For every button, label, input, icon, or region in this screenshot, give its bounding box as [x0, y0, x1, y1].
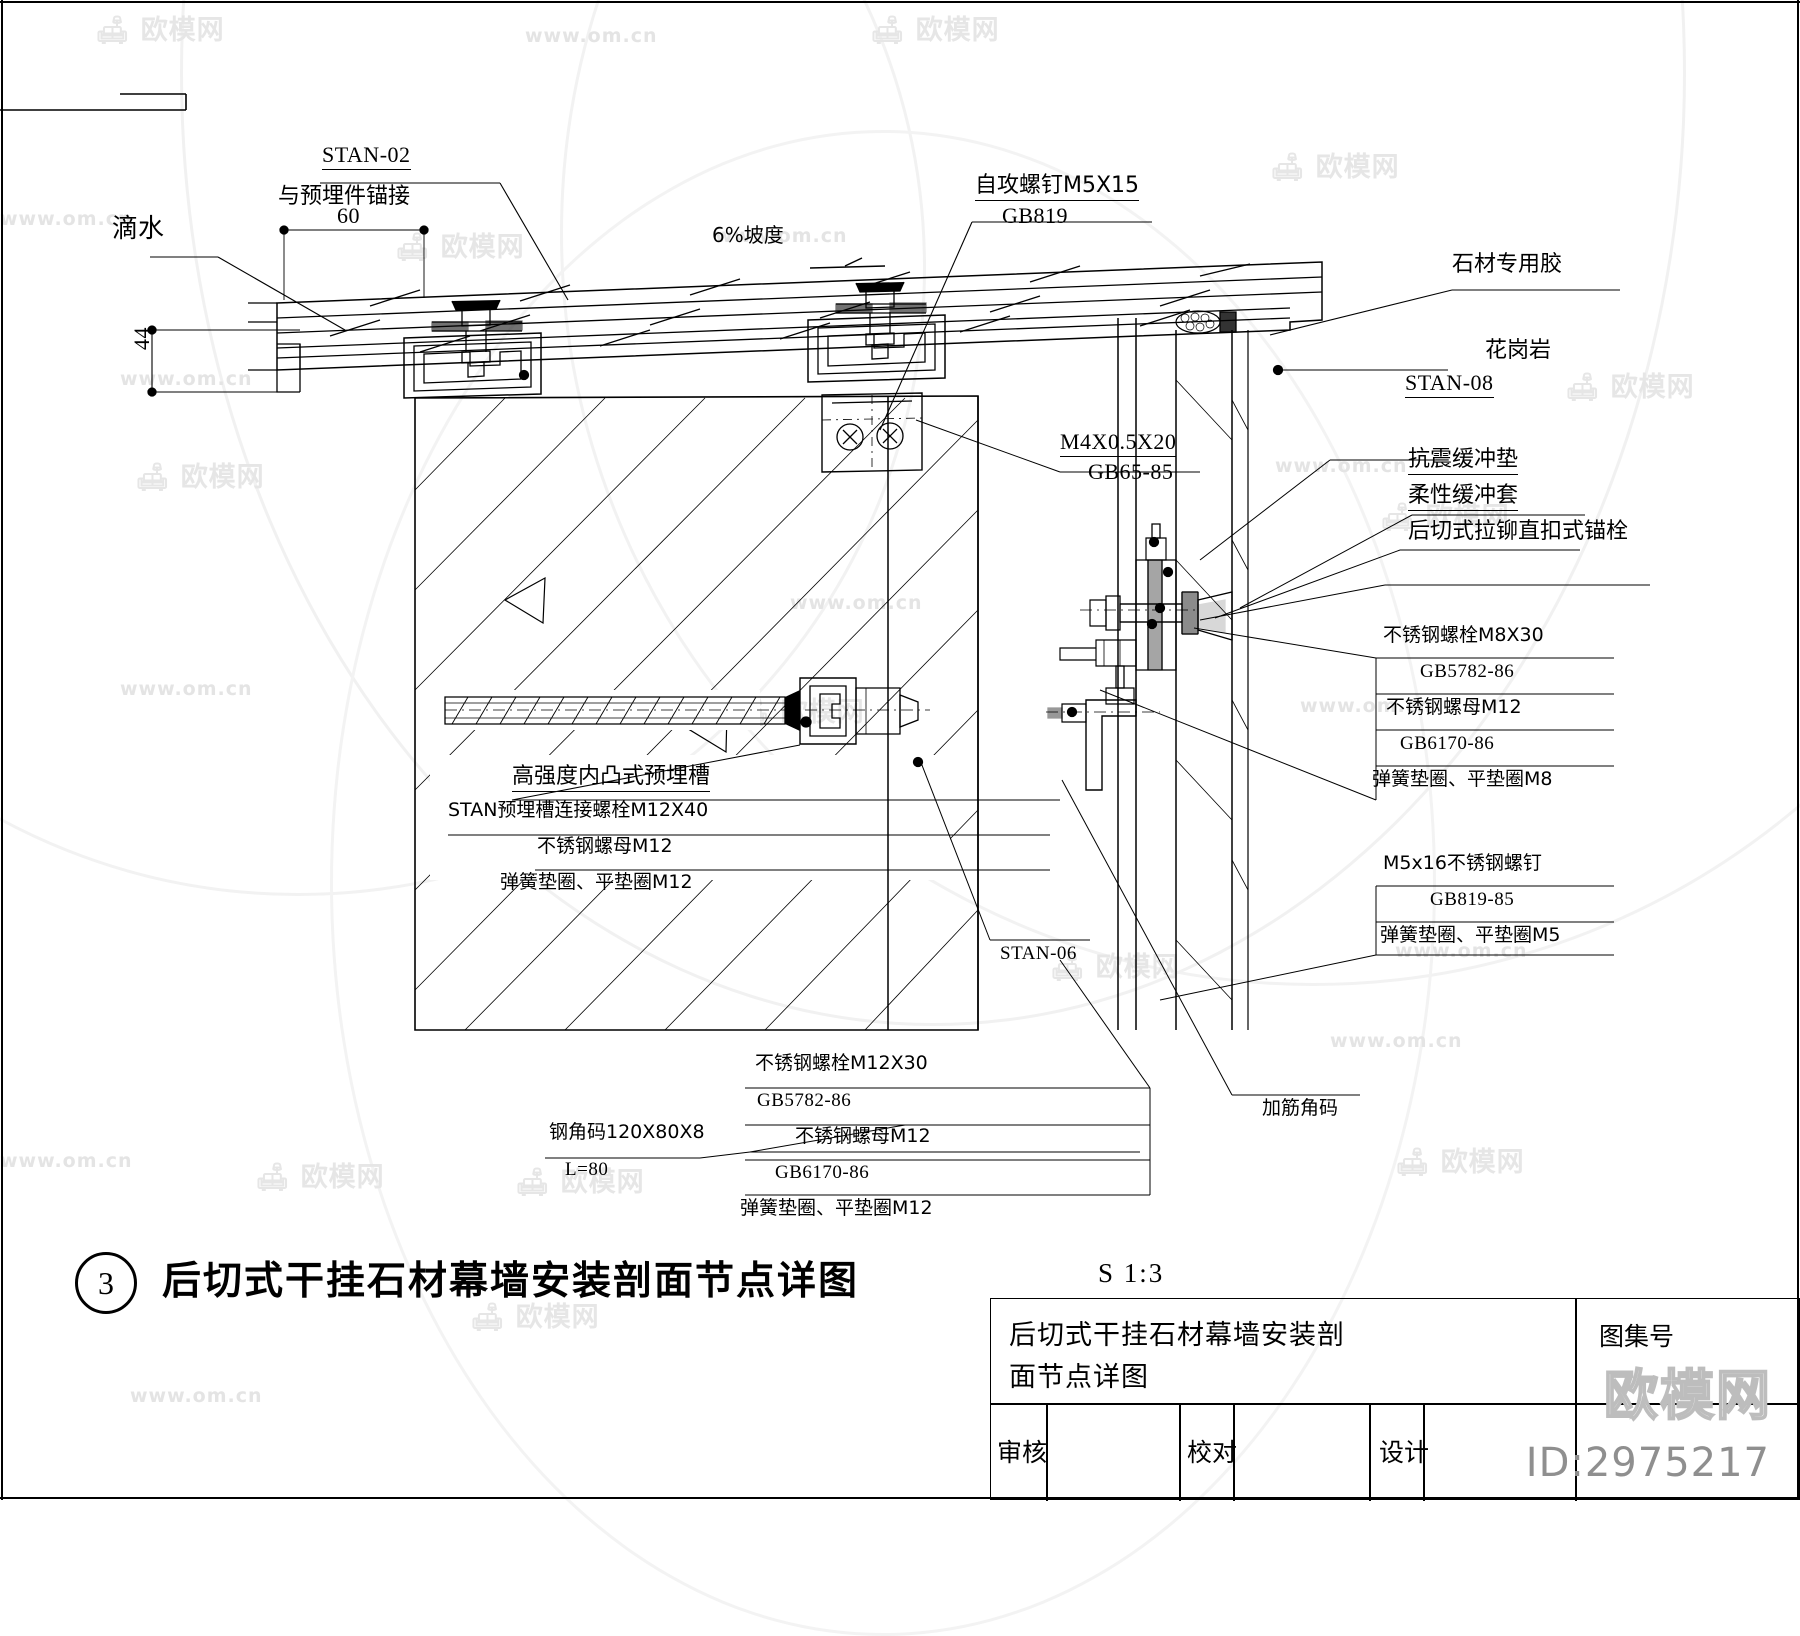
- drawing-geometry: [0, 0, 1800, 1500]
- callout-drip: 滴水: [112, 214, 165, 244]
- callout-ss-screw-m5-line2: GB819-85: [1430, 889, 1515, 910]
- title-block-divider: [1575, 1299, 1577, 1501]
- callout-undercut-anchor: 后切式拉铆直扣式锚栓: [1408, 519, 1629, 544]
- callout-stiffener-angle: 加筋角码: [1262, 1097, 1339, 1119]
- callout-ss-bolt-m8-line4: GB6170-86: [1400, 733, 1495, 754]
- callout-steel-angle-line2: L=80: [565, 1159, 609, 1180]
- callout-stan08: STAN-08: [1405, 370, 1494, 398]
- callout-steel-angle-line1: 钢角码120X80X8: [549, 1121, 705, 1143]
- callout-ss-bolt-m12-line5: 弹簧垫圈、平垫圈M12: [740, 1197, 933, 1219]
- callout-flexible-sleeve: 柔性缓冲套: [1408, 483, 1519, 511]
- callout-stan02-line1: STAN-02: [322, 142, 411, 170]
- callout-ss-bolt-m12-line2: GB5782-86: [757, 1090, 852, 1111]
- slope-label: 6%坡度: [712, 223, 784, 247]
- title-block-review-label: 审核: [997, 1438, 1048, 1467]
- callout-ss-screw-m5-line1: M5x16不锈钢螺钉: [1383, 852, 1542, 874]
- detail-number-badge: 3: [75, 1252, 137, 1314]
- title-block-divider: [1233, 1403, 1235, 1501]
- drawing-scale: S 1:3: [1098, 1258, 1165, 1288]
- title-block-divider: [1369, 1403, 1371, 1501]
- title-block-check-label: 校对: [1187, 1438, 1238, 1467]
- title-block-divider: [1046, 1403, 1048, 1501]
- callout-self-tapping-screw-line1: 自攻螺钉M5X15: [975, 173, 1140, 201]
- callout-stan-channel-bolt-line2: 不锈钢螺母M12: [537, 835, 673, 857]
- callout-granite: 花岗岩: [1485, 338, 1552, 363]
- callout-seismic-pad: 抗震缓冲垫: [1408, 447, 1519, 475]
- dimension-60: 60: [337, 203, 360, 228]
- drawing-title: 后切式干挂石材幕墙安装剖面节点详图: [162, 1259, 860, 1304]
- callout-screw-m4-line2: GB65-85: [1088, 459, 1174, 484]
- title-block-atlas-no-label: 图集号: [1599, 1322, 1675, 1351]
- callout-ss-bolt-m12-line3: 不锈钢螺母M12: [795, 1125, 931, 1147]
- watermark-id: ID:2975217: [1525, 1440, 1770, 1486]
- title-block-divider: [1423, 1403, 1425, 1501]
- title-block-design-label: 设计: [1379, 1438, 1430, 1467]
- callout-ss-bolt-m12-line4: GB6170-86: [775, 1162, 870, 1183]
- detail-number: 3: [98, 1264, 114, 1301]
- callout-stan06: STAN-06: [1000, 943, 1077, 964]
- callout-stan02-line2: 与预埋件锚接: [278, 184, 411, 209]
- title-block-divider: [1179, 1403, 1181, 1501]
- callout-embedded-channel: 高强度内凸式预埋槽: [512, 764, 711, 792]
- title-block-divider: [1575, 1403, 1800, 1405]
- dimension-44: 44: [129, 327, 154, 350]
- title-block-divider: [991, 1403, 1575, 1405]
- callout-ss-bolt-m8-line3: 不锈钢螺母M12: [1386, 696, 1522, 718]
- title-block-drawing-name-line1: 后切式干挂石材幕墙安装剖: [1009, 1320, 1345, 1351]
- callout-screw-m4-line1: M4X0.5X20: [1060, 429, 1177, 457]
- callout-ss-bolt-m12-line1: 不锈钢螺栓M12X30: [755, 1052, 928, 1074]
- callout-ss-bolt-m8-line2: GB5782-86: [1420, 661, 1515, 682]
- callout-ss-bolt-m8-line5: 弹簧垫圈、平垫圈M8: [1372, 768, 1553, 790]
- callout-stan-channel-bolt-line3: 弹簧垫圈、平垫圈M12: [500, 871, 693, 893]
- callout-stone-adhesive: 石材专用胶: [1452, 252, 1563, 277]
- title-block-drawing-name-line2: 面节点详图: [1009, 1362, 1149, 1393]
- callout-stan-channel-bolt-line1: STAN预埋槽连接螺栓M12X40: [448, 799, 709, 821]
- callout-ss-bolt-m8-line1: 不锈钢螺栓M8X30: [1383, 624, 1544, 646]
- callout-ss-screw-m5-line3: 弹簧垫圈、平垫圈M5: [1380, 924, 1561, 946]
- watermark-brand: 欧模网: [1603, 1363, 1772, 1428]
- callout-self-tapping-screw-line2: GB819: [1002, 203, 1069, 228]
